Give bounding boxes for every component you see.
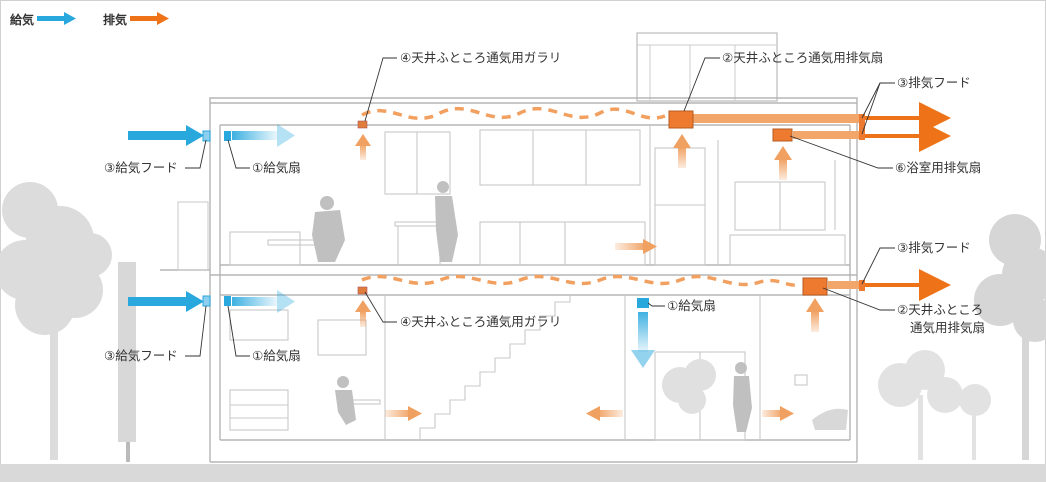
grille-upper bbox=[357, 120, 368, 129]
duct-upper bbox=[693, 114, 861, 123]
label-attic-fan-upper: ②天井ふところ通気用排気扇 bbox=[722, 50, 883, 65]
label-supply-hood-upper: ③給気フード bbox=[104, 160, 178, 175]
duct-lower bbox=[828, 281, 861, 289]
supply-arrow-icon bbox=[631, 312, 655, 368]
stair-icon bbox=[419, 295, 571, 440]
person-icon bbox=[312, 196, 345, 262]
grille-lower bbox=[357, 286, 368, 295]
supply-fan-upper bbox=[224, 131, 231, 141]
ground bbox=[0, 464, 1046, 482]
leader-lines bbox=[185, 57, 895, 357]
person-icon bbox=[335, 376, 356, 425]
person-icon bbox=[435, 181, 458, 262]
exhaust-arrow-icon bbox=[865, 102, 951, 301]
label-supply-fan-lower: ①給気扇 bbox=[252, 348, 301, 363]
exhaust-hood-lower bbox=[859, 280, 865, 291]
exhaust-updraft-arrows bbox=[355, 134, 824, 421]
exhaust-fan-upper bbox=[668, 110, 694, 129]
supply-arrow-icon bbox=[37, 12, 76, 25]
label-attic-fan-lower-1: ②天井ふところ bbox=[897, 302, 983, 317]
supply-fan-stair bbox=[637, 298, 649, 308]
label-supply-fan-upper: ①給気扇 bbox=[252, 160, 301, 175]
supply-hood-lower bbox=[202, 295, 211, 307]
legend-exhaust-label: 排気 bbox=[103, 12, 127, 27]
duct-bathroom bbox=[793, 131, 861, 139]
label-supply-fan-stair: ①給気扇 bbox=[667, 298, 716, 313]
roof-penthouse bbox=[636, 32, 778, 102]
label-attic-grille-upper: ④天井ふところ通気用ガラリ bbox=[400, 50, 561, 65]
label-bathroom-fan: ⑥浴室用排気扇 bbox=[895, 160, 981, 175]
supply-fan-lower bbox=[224, 296, 231, 306]
label-supply-hood-lower: ③給気フード bbox=[104, 348, 178, 363]
wall-post bbox=[126, 442, 130, 462]
bathroom-fan bbox=[772, 128, 793, 142]
balcony-door bbox=[177, 201, 209, 271]
label-exhaust-hood-upper: ③排気フード bbox=[897, 75, 971, 90]
tree-icon bbox=[974, 214, 1046, 460]
legend: 給気 排気 bbox=[10, 12, 169, 27]
attic-airflow-lower bbox=[361, 274, 802, 287]
house-outline bbox=[160, 97, 858, 463]
tree-icon bbox=[878, 350, 991, 460]
tree-icon bbox=[662, 359, 716, 414]
supply-arrow-icon bbox=[128, 124, 295, 147]
tree-icon bbox=[0, 182, 112, 460]
label-attic-grille-lower: ④天井ふところ通気用ガラリ bbox=[400, 314, 561, 329]
exhaust-arrow-icon bbox=[130, 12, 169, 25]
label-attic-fan-lower-2: 通気用排気扇 bbox=[910, 320, 985, 335]
label-exhaust-hood-lower: ③排気フード bbox=[897, 240, 971, 255]
garden-wall bbox=[118, 262, 136, 442]
legend-supply-label: 給気 bbox=[10, 12, 34, 27]
exhaust-fan-lower bbox=[802, 277, 828, 296]
exhaust-hood-upper bbox=[859, 114, 865, 140]
supply-hood-upper bbox=[202, 130, 211, 142]
supply-arrow-icon bbox=[128, 290, 295, 313]
upper-floor-details bbox=[229, 125, 846, 266]
toilet bbox=[812, 408, 848, 430]
person-icon bbox=[733, 362, 752, 432]
attic-airflow-upper bbox=[361, 106, 666, 121]
